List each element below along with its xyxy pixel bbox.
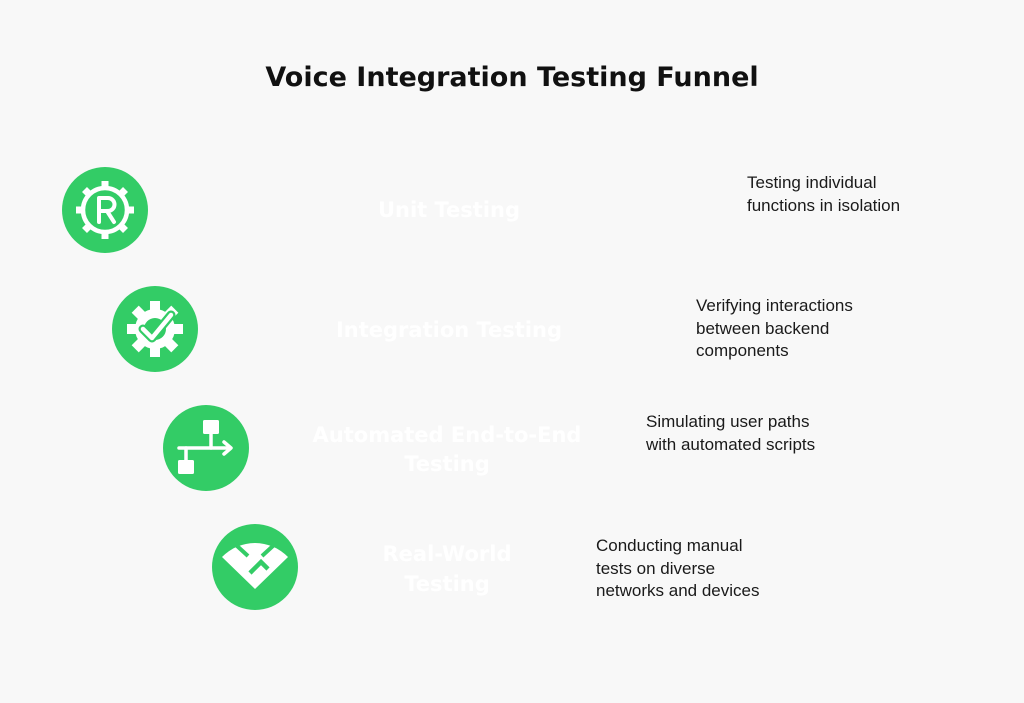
stage-label: Real-World (383, 542, 512, 566)
stage-label: Testing (404, 452, 490, 476)
gear-check-icon (127, 301, 183, 357)
stage-description-integration-testing: Verifying interactions between backend c… (696, 296, 853, 360)
funnel-stage-integration-testing: Integration Testing (112, 286, 562, 372)
funnel-stage-real-world-testing: Real-World Testing (212, 524, 512, 610)
funnel-stage-unit-testing: Unit Testing (62, 167, 520, 253)
stage-description-real-world-testing: Conducting manual tests on diverse netwo… (596, 536, 760, 600)
stage-description-automated-e2e-testing: Simulating user paths with automated scr… (646, 412, 816, 454)
flow-diagram-icon (177, 420, 233, 474)
diagram-title: Voice Integration Testing Funnel (265, 62, 759, 93)
stage-label: Unit Testing (378, 198, 520, 222)
funnel-stage-automated-e2e-testing: Automated End-to-End Testing (163, 405, 582, 491)
stage-label: Automated End-to-End (313, 423, 582, 447)
stage-label: Integration Testing (336, 318, 562, 342)
stage-description-unit-testing: Testing individual functions in isolatio… (747, 173, 901, 215)
stage-label: Testing (404, 572, 490, 596)
network-coverage-icon (222, 543, 288, 589)
registered-gear-icon (76, 181, 134, 239)
